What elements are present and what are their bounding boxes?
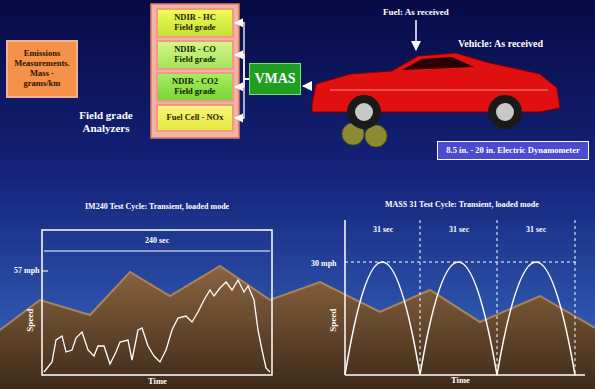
text-label: MASS 31 Test Cycle: Transient, loaded mo… — [385, 200, 539, 209]
text-label: Field grade Analyzers — [70, 109, 142, 134]
text-label: Time — [148, 377, 167, 387]
text-label: 30 mph — [311, 259, 337, 268]
divider — [420, 220, 421, 375]
car-body — [312, 53, 560, 112]
label-text: 30 mph — [311, 259, 337, 268]
node-text: NDIR - CO Field grade — [166, 45, 224, 65]
connector — [235, 55, 249, 79]
text-label: Vehicle: As received — [458, 38, 543, 50]
text-label: Fuel: As received — [383, 7, 449, 17]
label-text: MASS 31 Test Cycle: Transient, loaded mo… — [385, 200, 539, 209]
divider — [575, 220, 576, 375]
node-text: NDIR - CO2 Field grade — [166, 77, 224, 97]
im240-trace — [44, 280, 270, 372]
label-text: 57 mph — [14, 266, 40, 275]
analyzer-box: Fuel Cell - NOx — [156, 104, 234, 132]
divider — [497, 220, 498, 375]
label-text: Time — [451, 375, 470, 385]
label-text: IM240 Test Cycle: Transient, loaded mode — [85, 202, 229, 211]
node-text: NDIR - HC Field grade — [166, 13, 224, 33]
fuel-arrow — [415, 20, 417, 50]
measurement-box: Emissions Measurements. Mass - grams/km — [6, 40, 78, 98]
connector — [235, 79, 249, 87]
wheel — [347, 95, 381, 129]
analyzer-box: NDIR - CO Field grade — [156, 40, 234, 70]
label-text: Vehicle: As received — [458, 38, 543, 49]
duration-line — [44, 251, 270, 252]
label-text: 31 sec — [526, 225, 546, 234]
exhaust-arrow — [303, 85, 312, 87]
analyzer-box: NDIR - CO2 Field grade — [156, 72, 234, 102]
text-label: IM240 Test Cycle: Transient, loaded mode — [85, 202, 229, 211]
tick — [42, 271, 48, 272]
chart-frame — [42, 230, 272, 375]
axis — [344, 220, 346, 375]
label-text: Speed — [25, 309, 35, 332]
node-text: VMAS — [254, 71, 295, 87]
label-text: 31 sec — [449, 225, 469, 234]
node-text: Emissions Measurements. Mass - grams/km — [11, 49, 73, 88]
text-label: 57 mph — [14, 266, 40, 275]
wheel — [488, 95, 522, 129]
node-text: Fuel Cell - NOx — [167, 113, 224, 123]
connector — [235, 79, 249, 118]
analyzer-box: NDIR - HC Field grade — [156, 8, 234, 38]
wheel-hub — [355, 103, 373, 121]
mass31-trace — [345, 262, 575, 375]
wheel-hub — [496, 103, 514, 121]
label-text: Field grade Analyzers — [79, 109, 132, 134]
label-text: Time — [148, 376, 167, 386]
text-label: Speed — [25, 309, 35, 332]
node-text: 8.5 in. - 20 in. Electric Dynamometer — [446, 146, 579, 156]
text-label: 31 sec — [526, 225, 546, 234]
car-window — [402, 57, 474, 70]
dynamometer-box: 8.5 in. - 20 in. Electric Dynamometer — [437, 141, 589, 160]
text-label: 240 sec — [145, 236, 169, 245]
label-text: 31 sec — [373, 225, 393, 234]
mountain-ridge — [0, 266, 595, 330]
analyzer-panel — [151, 4, 239, 138]
text-label: Time — [451, 376, 470, 386]
label-text: Speed — [328, 309, 338, 332]
text-label: Speed — [328, 309, 338, 332]
car-stripe — [330, 89, 548, 91]
connector — [235, 23, 249, 79]
label-text: 240 sec — [145, 236, 169, 245]
label-text: Fuel: As received — [383, 7, 449, 17]
text-label: 31 sec — [373, 225, 393, 234]
sampler-box: VMAS — [249, 63, 301, 95]
text-label: 31 sec — [449, 225, 469, 234]
